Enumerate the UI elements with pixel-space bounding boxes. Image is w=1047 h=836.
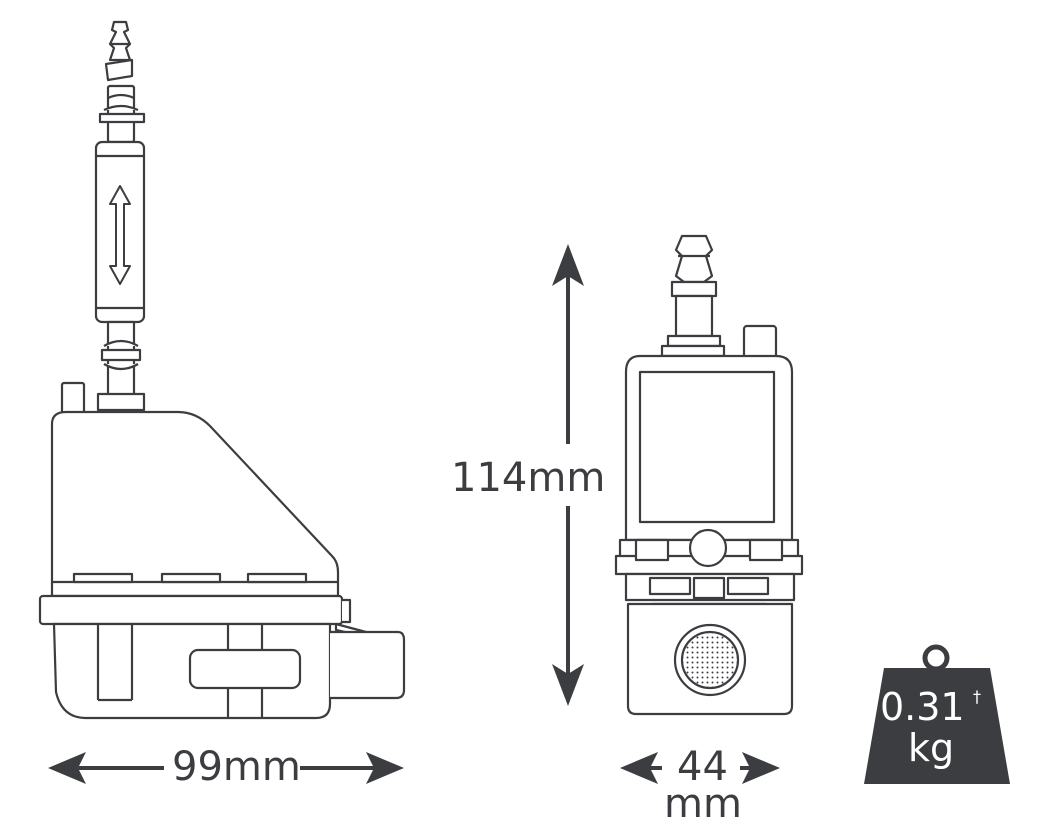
- side-reservoir: [52, 622, 406, 720]
- front-belt: [614, 528, 804, 576]
- front-vent-nipple: [742, 324, 778, 360]
- depth-label-unit: mm: [664, 781, 742, 827]
- side-flow-arrow: [109, 185, 131, 285]
- height-label: 114mm: [451, 455, 606, 501]
- side-hose-barb: [104, 20, 134, 82]
- front-intake-grille: [680, 630, 740, 690]
- front-hose-barb: [660, 234, 726, 358]
- front-view-pump: [614, 234, 804, 716]
- side-upper-body: [50, 410, 340, 598]
- width-dimension-arrows: [48, 752, 404, 784]
- side-vent-nipple: [60, 381, 86, 415]
- weight-value-label: 0.31: [880, 685, 965, 729]
- depth-label-value: 44: [677, 744, 728, 790]
- front-float-knob: [688, 528, 728, 568]
- side-upper-tube: [98, 84, 146, 144]
- side-rim: [38, 594, 368, 638]
- weight-footnote-mark: †: [973, 687, 981, 706]
- width-label: 99mm: [172, 744, 301, 790]
- weight-unit-label: kg: [908, 726, 955, 770]
- side-lower-tube: [96, 320, 146, 412]
- side-view-pump: [38, 20, 406, 720]
- height-dimension-arrows: [552, 244, 584, 706]
- depth-dimension-arrows: [620, 752, 780, 784]
- weight-icon: [864, 644, 1010, 784]
